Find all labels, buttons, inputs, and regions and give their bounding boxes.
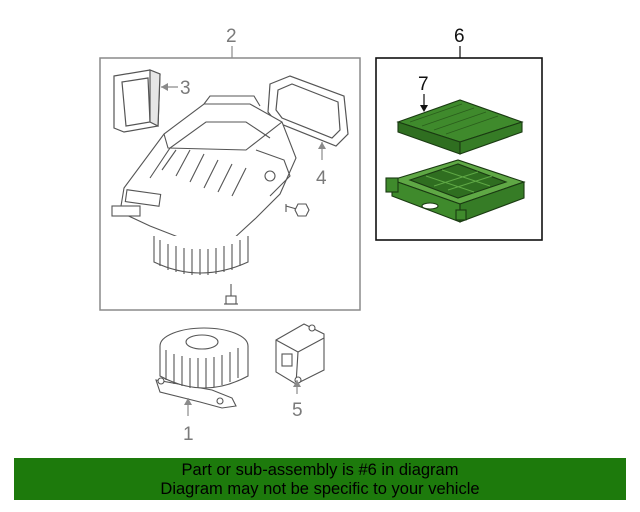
blower-housing-group: 2 3 4 (99, 26, 361, 311)
cabin-filter-element-part7[interactable] (396, 99, 524, 155)
callout-5-label[interactable]: 5 (292, 400, 303, 421)
callout-7-label[interactable]: 7 (418, 74, 429, 95)
seal-gasket-part3[interactable] (113, 69, 161, 133)
callout-6-label[interactable]: 6 (454, 26, 465, 47)
parts-diagram: 2 3 4 (99, 26, 543, 445)
callout-2-label[interactable]: 2 (226, 26, 237, 47)
blower-housing-body (111, 95, 297, 245)
blower-resistor-part5[interactable] (275, 323, 325, 385)
gasket-frame-part4[interactable] (267, 75, 349, 147)
info-banner: Part or sub-assembly is #6 in diagram Di… (14, 458, 626, 500)
filter-holder-tray[interactable] (385, 159, 526, 223)
filter-assembly-frame (375, 57, 543, 241)
bolt-bottom (224, 284, 238, 305)
housing-assembly-frame (99, 57, 361, 311)
housing-blower-wheel (153, 236, 249, 275)
filter-assembly-group[interactable]: 6 7 (375, 26, 543, 241)
callout-4-label[interactable]: 4 (316, 168, 327, 189)
callout-1-label[interactable]: 1 (183, 424, 194, 445)
banner-line-1: Part or sub-assembly is #6 in diagram (181, 461, 459, 479)
blower-motor-part1[interactable] (155, 327, 249, 409)
banner-line-2: Diagram may not be specific to your vehi… (160, 480, 480, 498)
callout-3-label[interactable]: 3 (180, 78, 191, 99)
bolt-side (285, 203, 310, 217)
